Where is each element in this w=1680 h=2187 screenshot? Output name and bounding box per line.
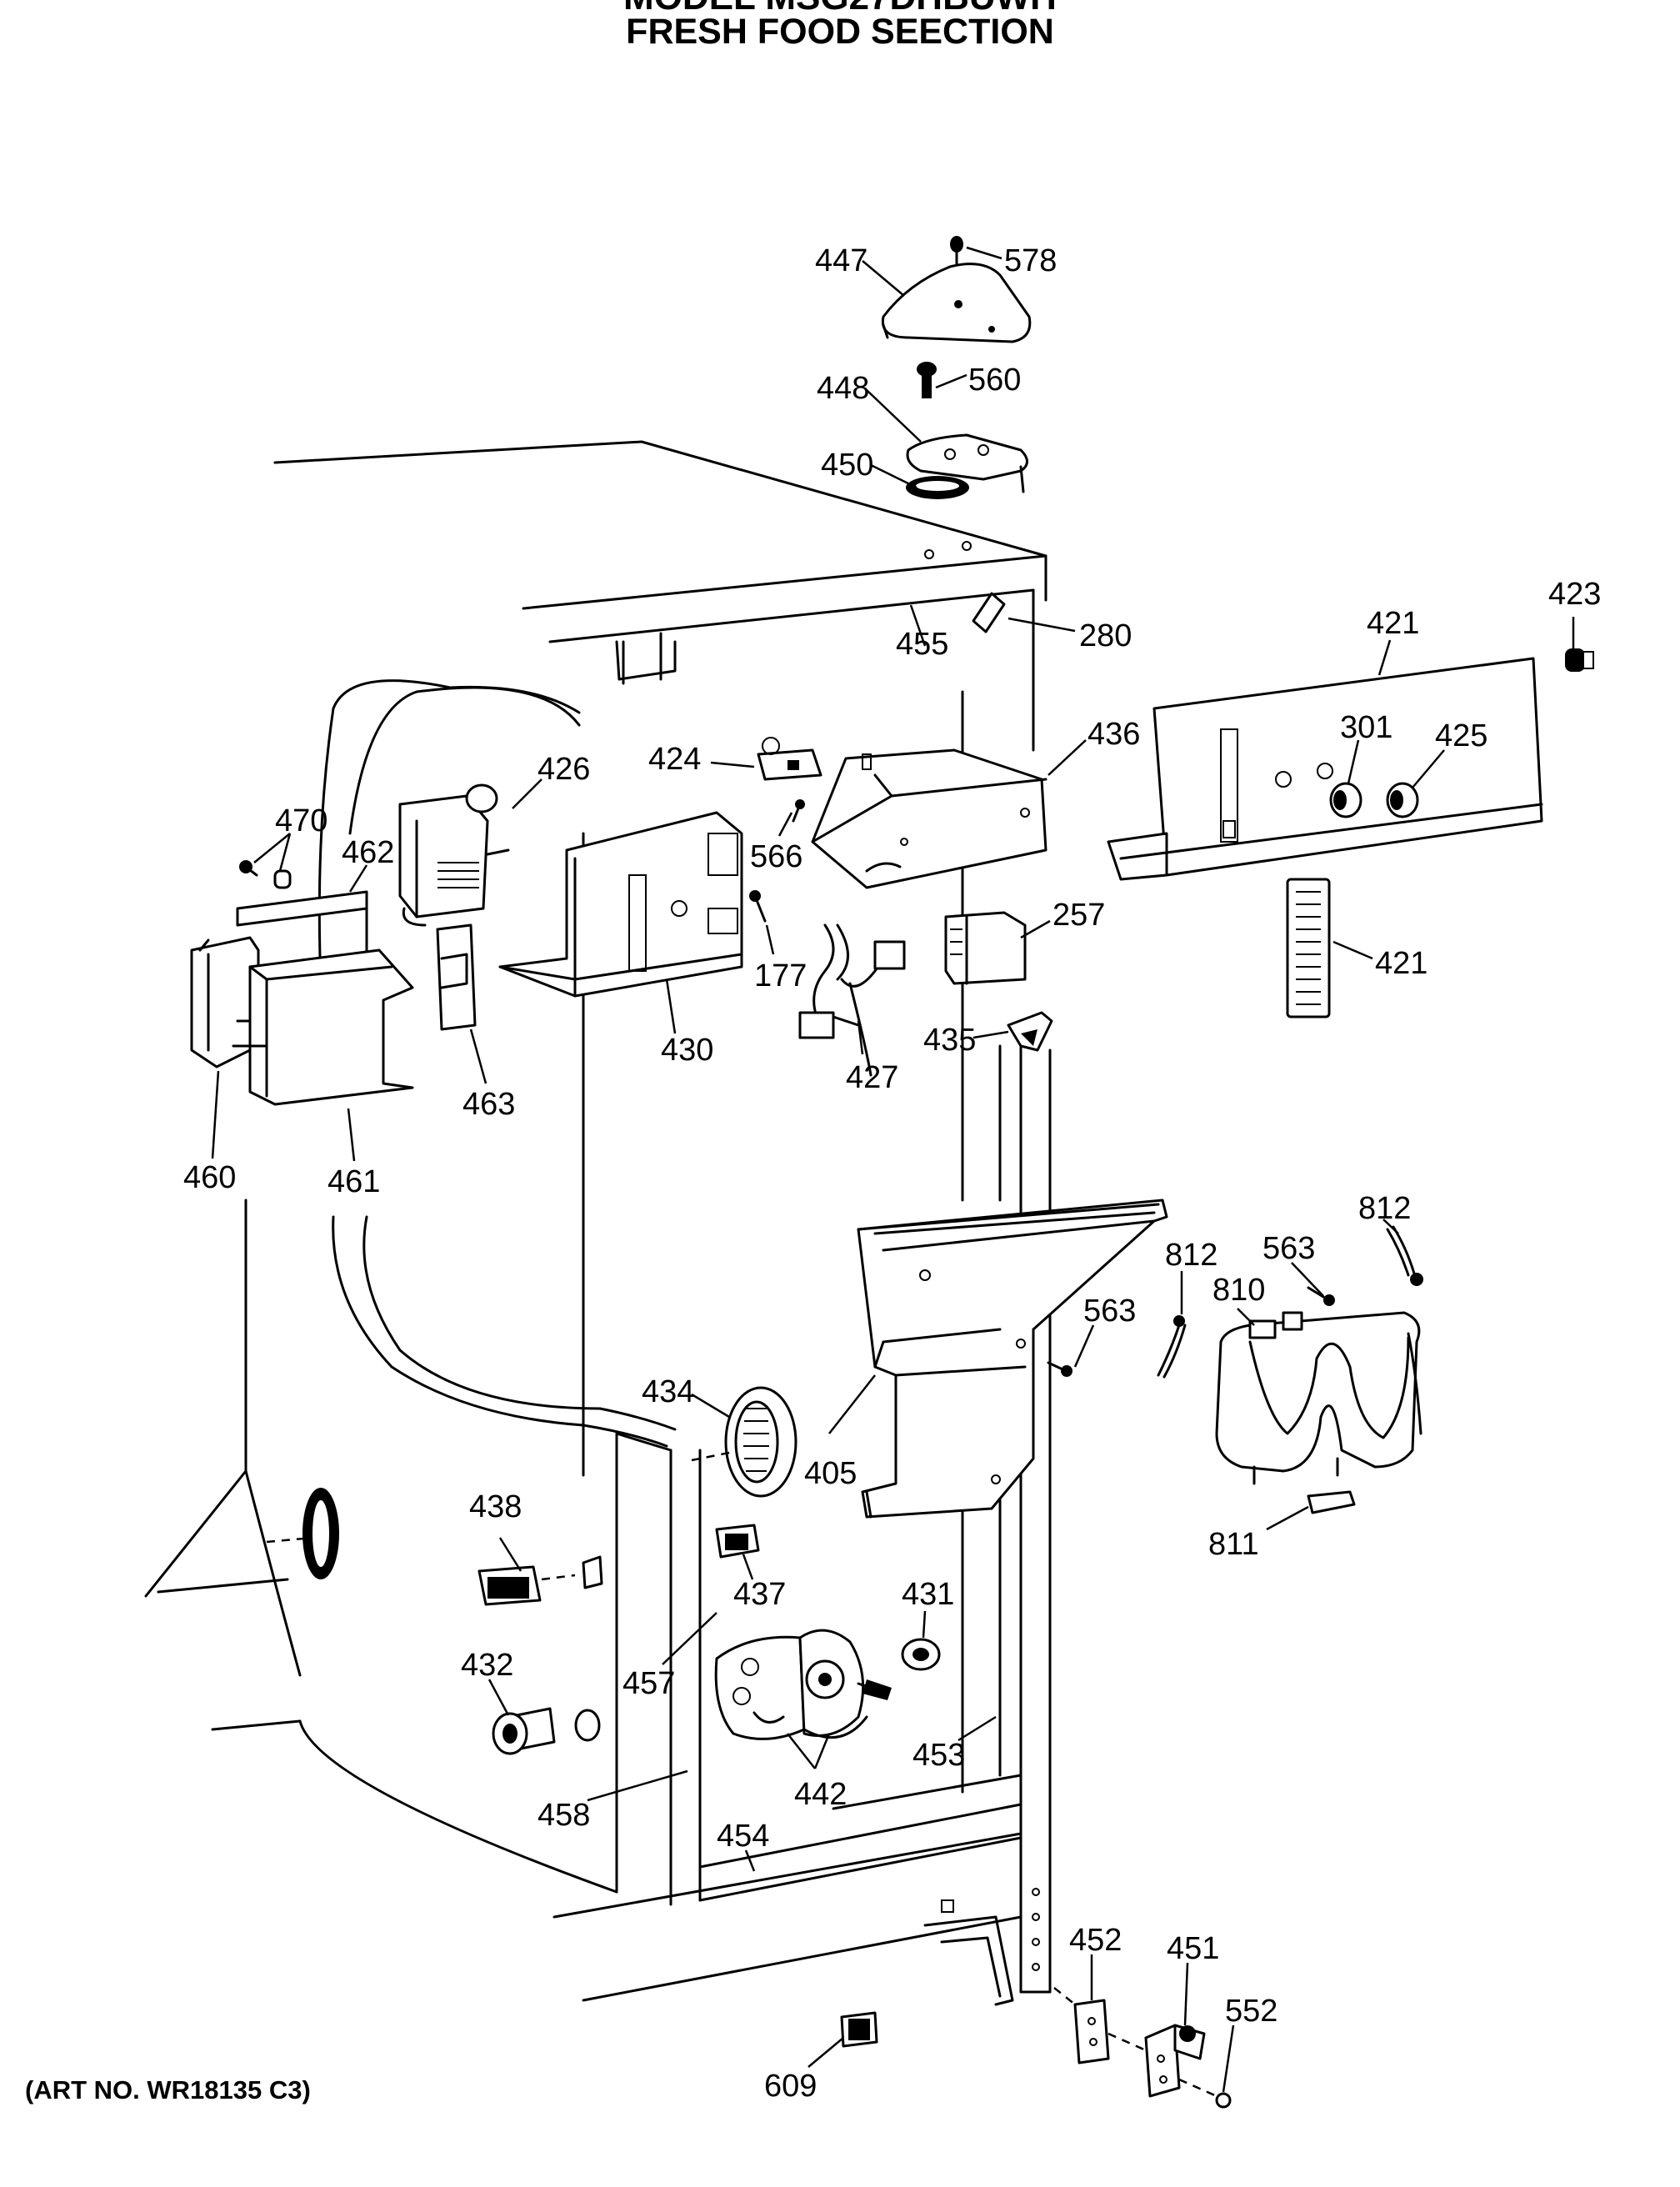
knob-425: [1386, 782, 1419, 818]
fastener-470: [239, 860, 292, 889]
callout-426: 426: [538, 752, 590, 787]
tube-812-b: [1386, 1225, 1423, 1286]
switch-424: [757, 737, 822, 781]
callout-462: 462: [342, 835, 394, 870]
callout-434: 434: [642, 1374, 694, 1409]
hinge-448: [906, 433, 1028, 493]
timer-257: [944, 911, 1027, 985]
callout-450: 450: [821, 448, 873, 483]
gasket-280: [972, 592, 1006, 633]
callout-430: 430: [661, 1033, 713, 1068]
hinge-451: [1108, 2024, 1206, 2098]
callout-431: 431: [902, 1577, 954, 1612]
screw-177: [749, 890, 767, 923]
model-title: MODEL MSG27DHBUWH: [0, 0, 1680, 15]
callout-442: 442: [794, 1777, 847, 1812]
knob-301: [1329, 782, 1362, 818]
callout-578: 578: [1004, 243, 1057, 278]
callout-452: 452: [1069, 1923, 1122, 1958]
leader-lines: [211, 246, 1575, 2093]
callout-453: 453: [912, 1738, 965, 1773]
screw-566: [792, 799, 805, 823]
lamp-423: [1565, 648, 1594, 672]
screw-563-b: [1047, 1361, 1072, 1377]
harness-427: [798, 923, 906, 1077]
hinge-pin-560: [917, 362, 937, 398]
enclosure-460: [190, 936, 260, 1068]
callout-405: 405: [804, 1456, 857, 1491]
callout-425: 425: [1435, 718, 1488, 753]
switch-437: [715, 1524, 760, 1559]
callout-560: 560: [968, 363, 1021, 398]
callout-812-left: 812: [1165, 1238, 1218, 1273]
bulb-holder-432: [492, 1707, 601, 1755]
screw-578: [950, 236, 963, 267]
callout-457: 457: [622, 1666, 675, 1701]
callout-437: 437: [733, 1577, 786, 1612]
screw-552: [1178, 2078, 1232, 2109]
callout-177: 177: [754, 958, 807, 993]
callout-451: 451: [1167, 1931, 1219, 1966]
callout-470: 470: [275, 803, 328, 838]
callout-447: 447: [815, 243, 868, 278]
callout-257: 257: [1052, 898, 1105, 933]
cabinet-frame: [144, 440, 1052, 2006]
shim-450: [906, 476, 969, 499]
callout-435: 435: [923, 1023, 976, 1058]
tube-812-a: [1157, 1315, 1187, 1379]
callout-301: 301: [1340, 710, 1392, 745]
section-title: FRESH FOOD SEECTION: [626, 12, 1054, 52]
art-number: (ART NO. WR18135 C3): [25, 2075, 311, 2104]
lamp-socket-434: [691, 1386, 798, 1498]
heater-810: [1215, 1311, 1422, 1485]
housing-430: [498, 811, 743, 998]
clip-609: [840, 2011, 878, 2048]
fan-assembly-442: [714, 1629, 892, 1740]
callout-461: 461: [328, 1164, 380, 1199]
callout-563-right: 563: [1262, 1231, 1315, 1266]
control-panel-421: [1107, 657, 1543, 881]
callout-609: 609: [764, 2069, 817, 2104]
callout-423: 423: [1548, 577, 1601, 612]
callout-463: 463: [462, 1087, 515, 1122]
top-hinge-cover-447: [881, 263, 1032, 343]
callout-436: 436: [1088, 717, 1140, 752]
callout-810: 810: [1212, 1273, 1265, 1308]
vent-opening-left: [266, 1488, 339, 1579]
grommet-431: [901, 1638, 941, 1671]
callout-812-right: 812: [1358, 1191, 1411, 1226]
clip-463: [436, 923, 477, 1031]
callout-563-left: 563: [1083, 1294, 1136, 1329]
callout-458: 458: [538, 1798, 590, 1833]
callout-432: 432: [461, 1648, 513, 1683]
callout-455: 455: [896, 627, 948, 662]
callout-566: 566: [750, 839, 802, 874]
callout-424: 424: [648, 742, 701, 777]
evaporator-cover-405: [857, 1199, 1168, 1519]
callout-421-grille: 421: [1375, 946, 1428, 981]
callout-labels: 578 447 560 448 450 455 280 421 423 301 …: [183, 243, 1601, 2104]
callout-460: 460: [183, 1160, 236, 1195]
switch-438: [478, 1555, 603, 1606]
damper-435: [1007, 1011, 1053, 1052]
cap-811: [1307, 1490, 1356, 1514]
transformer-426: [398, 783, 510, 927]
enclosure-461: [232, 948, 414, 1106]
callout-421-top: 421: [1367, 606, 1419, 641]
callout-552: 552: [1225, 1994, 1278, 2029]
callout-454: 454: [717, 1819, 769, 1854]
callout-448: 448: [817, 371, 869, 406]
screw-563-a: [1307, 1286, 1335, 1306]
callout-280: 280: [1079, 618, 1132, 653]
callout-438: 438: [469, 1489, 522, 1524]
control-housing-436: [811, 748, 1048, 889]
callout-427: 427: [846, 1060, 898, 1095]
vent-grille-421: [1286, 878, 1331, 1018]
bracket-452: [1053, 1987, 1110, 2064]
callout-811: 811: [1208, 1527, 1259, 1562]
